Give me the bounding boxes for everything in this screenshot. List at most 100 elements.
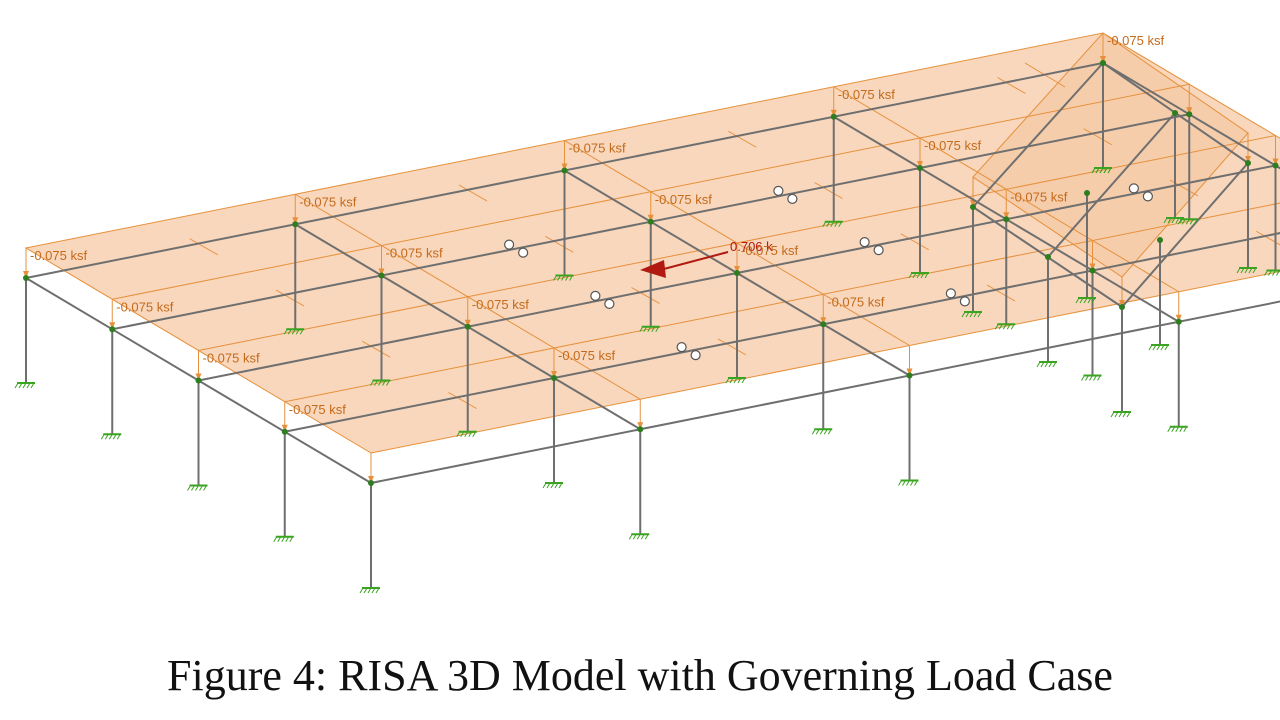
fixed-support-hatch: [636, 533, 641, 540]
joint-node: [195, 377, 202, 384]
fixed-support-hatch: [554, 482, 559, 489]
area-load-arrow-head: [1245, 156, 1251, 163]
area-load-arrow-head: [1089, 263, 1096, 271]
fixed-support-hatch: [1087, 297, 1092, 304]
area-load-arrow-head: [195, 373, 202, 381]
span-direction-arrow: [1083, 128, 1112, 146]
fixed-support-hatch: [632, 533, 637, 540]
fixed-support-hatch: [542, 482, 547, 489]
fixed-support-hatch: [468, 431, 473, 438]
area-load-arrow-head: [647, 214, 654, 222]
fixed-support-hatch: [924, 272, 929, 279]
fixed-support-hatch: [830, 221, 835, 228]
fixed-support-hatch: [281, 536, 286, 543]
fixed-support-hatch: [112, 433, 117, 440]
joint-node: [368, 480, 374, 486]
joint-node: [23, 275, 29, 281]
area-load-arrow-head: [734, 266, 740, 273]
fixed-support-hatch: [1122, 411, 1127, 418]
fixed-support-hatch: [283, 328, 288, 335]
fixed-support-hatch: [1276, 270, 1280, 276]
area-load-label: -0.075 ksf: [289, 402, 346, 417]
area-load-arrow-head: [1175, 314, 1182, 322]
fixed-support-hatch: [1089, 375, 1093, 381]
area-load-label: -0.075 ksf: [741, 243, 798, 258]
fixed-support-hatch: [1244, 267, 1249, 274]
area-load-label: -0.075 ksf: [472, 297, 529, 312]
span-direction-arrow: [717, 338, 746, 356]
fixed-support-hatch: [30, 382, 35, 389]
fixed-support-hatch: [371, 587, 376, 594]
fixed-support-hatch: [1044, 361, 1049, 368]
area-load-label: -0.075 ksf: [203, 351, 260, 366]
fixed-support-hatch: [910, 480, 914, 486]
fixed-support-hatch: [1264, 270, 1268, 276]
member-release: [873, 245, 884, 256]
span-direction-arrow: [362, 340, 391, 358]
fixed-support-hatch: [191, 485, 195, 491]
member-release: [504, 239, 515, 250]
area-load-label: -0.075 ksf: [558, 348, 615, 363]
joint-node: [970, 204, 976, 210]
fixed-support-hatch: [1163, 217, 1168, 224]
member-release: [590, 290, 601, 301]
fixed-support-hatch: [363, 587, 368, 594]
joint-node: [1045, 254, 1051, 260]
fixed-support-hatch: [1091, 297, 1096, 304]
fixed-support-hatch: [375, 587, 380, 594]
fixed-support-hatch: [1189, 218, 1194, 225]
fixed-support-hatch: [1103, 167, 1108, 174]
frame-nodes: [23, 60, 1279, 486]
member-release: [787, 193, 798, 204]
fixed-support-hatch: [914, 480, 918, 486]
area-load-labels: -0.075 ksf -0.075 ksf -0.075 ksf -0.075 ksf…: [30, 33, 1164, 417]
fixed-support-hatch: [1114, 411, 1119, 418]
fixed-support-hatch: [977, 311, 982, 318]
span-direction-arrow: [728, 130, 757, 148]
fixed-support-hatch: [651, 326, 656, 333]
joint-node: [109, 326, 116, 333]
fixed-support-hatch: [1179, 217, 1184, 224]
area-load-arrow-head: [109, 322, 116, 330]
joint-node: [1119, 304, 1125, 310]
area-load-arrow-head: [1186, 107, 1193, 115]
fixed-support-hatch: [1156, 344, 1161, 351]
fixed-support-hatch: [1083, 297, 1088, 304]
fixed-support-hatch: [382, 380, 386, 386]
area-load-label: -0.075 ksf: [116, 299, 173, 314]
fixed-support-hatch: [827, 428, 832, 435]
member-release: [690, 350, 701, 361]
fixed-support-hatch: [643, 326, 648, 333]
fixed-support-hatch: [108, 433, 113, 440]
point-load-arrow-shaft: [659, 251, 729, 271]
fixed-support-hatch: [628, 533, 633, 540]
fixed-supports: [14, 167, 1280, 594]
fixed-support-hatch: [1167, 426, 1172, 433]
joint-node: [464, 323, 471, 330]
span-direction-arrow: [631, 287, 660, 304]
span-direction-arrow: [545, 235, 574, 253]
fixed-support-hatch: [1036, 361, 1041, 368]
fixed-support-hatch: [464, 431, 469, 438]
area-load-label: -0.075 ksf: [299, 194, 356, 209]
fixed-support-hatch: [908, 272, 913, 279]
fixed-support-hatch: [1126, 411, 1131, 418]
area-load-arrow-head: [464, 319, 471, 327]
area-load-label: -0.075 ksf: [30, 248, 87, 263]
wing-roof-beam: [1121, 162, 1249, 308]
fixed-support-hatch: [1010, 323, 1015, 330]
area-load-arrow-head: [1119, 300, 1125, 307]
area-load-label: -0.075 ksf: [838, 87, 895, 102]
fixed-support-hatch: [273, 536, 278, 543]
span-direction-arrow: [275, 289, 305, 307]
member-release: [945, 288, 956, 299]
area-load-arrow-head: [1272, 158, 1279, 166]
fixed-support-hatch: [277, 536, 282, 543]
area-load-label: -0.075 ksf: [1107, 33, 1164, 48]
fixed-support-hatch: [819, 428, 824, 435]
fixed-support-hatch: [1091, 167, 1096, 174]
fixed-support-hatch: [906, 480, 910, 486]
span-direction-arrow: [986, 284, 1016, 302]
joint-node: [281, 428, 288, 435]
fixed-support-hatch: [370, 380, 374, 386]
